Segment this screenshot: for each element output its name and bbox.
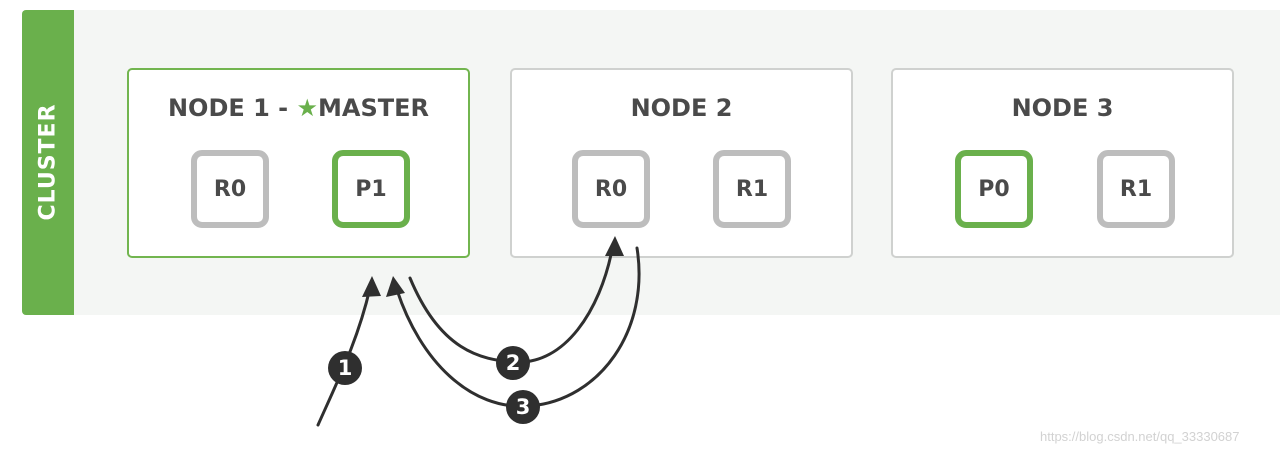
arrowhead-step-3 xyxy=(386,276,405,297)
shard-r0-node-1: R0 xyxy=(191,150,269,228)
master-label: MASTER xyxy=(318,94,430,122)
step-badge-2: 2 xyxy=(496,346,530,380)
node-2-title: NODE 2 xyxy=(630,94,733,122)
svg-text:1: 1 xyxy=(338,356,353,380)
node-1-title: NODE 1 - ★MASTER xyxy=(129,94,468,122)
step-badge-1: 1 xyxy=(328,351,362,385)
node-3: NODE 3 P0 R1 xyxy=(891,68,1234,258)
node-2: NODE 2 R0 R1 xyxy=(510,68,853,258)
watermark: https://blog.csdn.net/qq_33330687 xyxy=(1040,429,1240,444)
svg-text:3: 3 xyxy=(516,395,531,419)
shard-r1-node-3: R1 xyxy=(1097,150,1175,228)
shard-r1-node-2: R1 xyxy=(713,150,791,228)
arrowhead-step-2 xyxy=(605,236,624,256)
arrowhead-step-1 xyxy=(362,276,381,297)
arrow-step-2 xyxy=(408,248,614,364)
node-3-title: NODE 3 xyxy=(1011,94,1114,122)
step-badge-3: 3 xyxy=(506,390,540,424)
arrow-step-3 xyxy=(395,246,641,408)
shard-p1-node-1: P1 xyxy=(332,150,410,228)
star-icon: ★ xyxy=(296,94,319,122)
shard-p0-node-3: P0 xyxy=(955,150,1033,228)
node-1: NODE 1 - ★MASTER R0 P1 xyxy=(127,68,470,258)
cluster-tab: CLUSTER xyxy=(22,10,74,315)
svg-text:2: 2 xyxy=(506,351,521,375)
shard-r0-node-2: R0 xyxy=(572,150,650,228)
node-1-title-text: NODE 1 - xyxy=(167,94,297,122)
